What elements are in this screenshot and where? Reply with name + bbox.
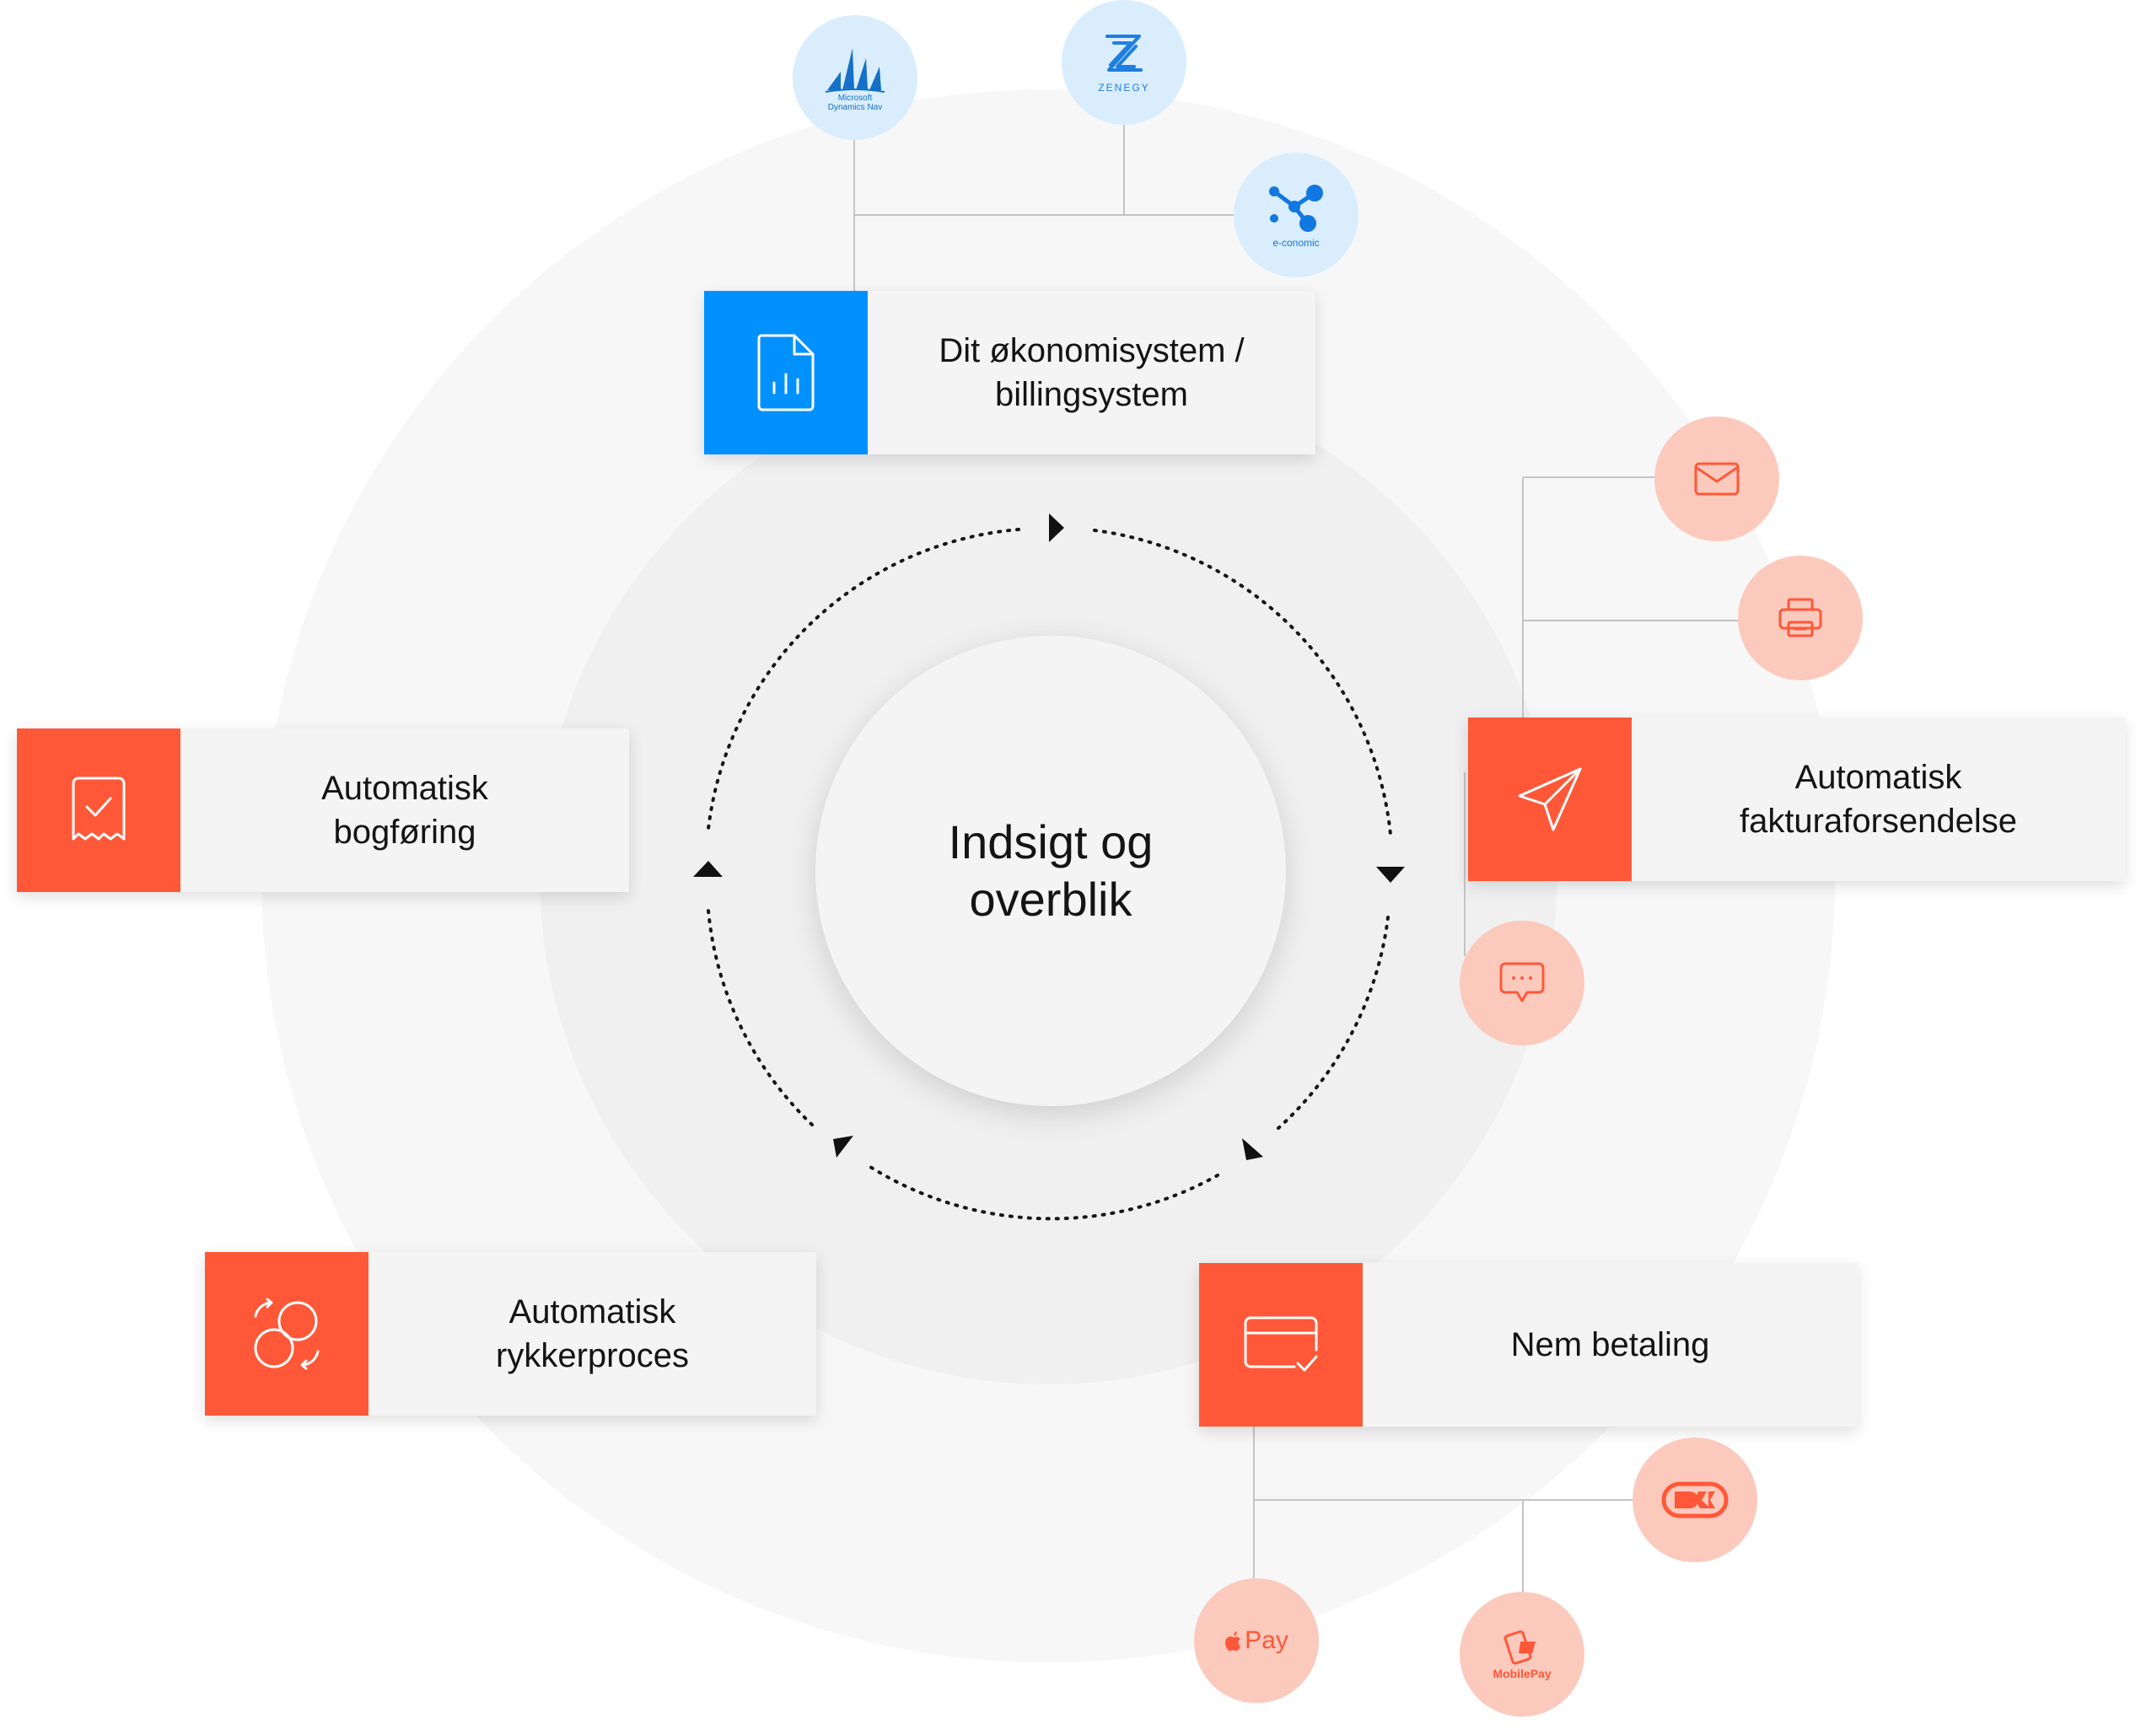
card-label: Automatisk fakturaforsendelse	[1632, 718, 2125, 881]
payment-apple-pay: Pay	[1194, 1578, 1319, 1703]
payment-mobilepay: MobilePay	[1460, 1592, 1584, 1717]
cycle-arrowhead	[693, 861, 723, 877]
integration-e-conomic: e-conomic	[1234, 153, 1358, 277]
center-title-line1: Indsigt og	[948, 815, 1154, 868]
zenegy-logo-icon	[1105, 35, 1143, 72]
cycle-arrowhead	[1376, 867, 1405, 883]
card-label-line2: billingsystem	[995, 376, 1188, 413]
dashed-cycle-arc	[707, 909, 814, 1126]
card-label-line1: Automatisk	[321, 770, 488, 807]
center-title-line2: overblik	[969, 873, 1132, 926]
card-label: Dit økonomisystem / billingsystem	[868, 291, 1315, 454]
card-label-line2: bogføring	[333, 814, 476, 851]
card-label: Nem betaling	[1363, 1263, 1858, 1427]
economic-logo-icon	[1269, 185, 1323, 232]
dynamics-line2: Dynamics Nav	[827, 103, 883, 112]
card-easy-payment: Nem betaling	[1199, 1263, 1858, 1427]
dankort-logo-icon	[1661, 1481, 1729, 1518]
card-check-icon	[1199, 1263, 1363, 1427]
card-label-line1: Automatisk	[1794, 759, 1962, 796]
channel-sms	[1460, 921, 1584, 1045]
chat-bubble-icon	[1499, 962, 1545, 1002]
integration-zenegy: ZENEGY	[1062, 0, 1186, 125]
channel-print	[1738, 556, 1863, 680]
receipt-check-icon	[17, 728, 180, 892]
dashed-cycle-arc	[1277, 916, 1390, 1130]
card-label-line2: fakturaforsendelse	[1739, 803, 2018, 840]
dashed-cycle-arc	[707, 528, 1020, 830]
zenegy-label: ZENEGY	[1098, 82, 1150, 94]
dynamics-line1: Microsoft	[837, 94, 873, 103]
document-chart-icon	[704, 291, 868, 454]
cycle-reminder-icon	[205, 1252, 368, 1416]
card-label: Automatisk bogføring	[180, 728, 629, 892]
card-label-line2: rykkerproces	[496, 1337, 689, 1374]
channel-email	[1654, 417, 1779, 541]
printer-icon	[1778, 598, 1822, 637]
mobilepay-label: MobilePay	[1493, 1667, 1552, 1680]
card-automatic-reminders: Automatisk rykkerproces	[205, 1252, 816, 1416]
dynamics-logo-icon	[825, 48, 885, 93]
card-label-line1: Nem betaling	[1510, 1326, 1710, 1363]
cycle-arrowhead	[1049, 513, 1064, 542]
card-label: Automatisk rykkerproces	[368, 1252, 816, 1416]
apple-logo-icon	[1225, 1631, 1241, 1651]
economic-label: e-conomic	[1272, 237, 1320, 249]
card-label-line1: Dit økonomisystem /	[939, 332, 1245, 369]
cycle-arrowhead	[1242, 1138, 1263, 1160]
card-label-line1: Automatisk	[508, 1293, 676, 1330]
paper-plane-icon	[1468, 718, 1632, 881]
card-automatic-invoicing: Automatisk fakturaforsendelse	[1468, 718, 2125, 881]
mobilepay-logo-icon	[1504, 1630, 1536, 1665]
dashed-cycle-arc	[1093, 529, 1392, 836]
integration-dynamics-nav: Microsoft Dynamics Nav	[793, 15, 917, 140]
center-insight-circle: Indsigt og overblik	[815, 636, 1286, 1106]
cycle-arrowhead	[833, 1136, 853, 1158]
card-economy-system: Dit økonomisystem / billingsystem	[704, 291, 1315, 454]
card-automatic-bookkeeping: Automatisk bogføring	[17, 728, 629, 892]
envelope-icon	[1694, 462, 1740, 496]
payment-dankort	[1633, 1438, 1757, 1562]
dashed-cycle-arc	[869, 1165, 1219, 1221]
apple-pay-label: Pay	[1245, 1626, 1288, 1654]
